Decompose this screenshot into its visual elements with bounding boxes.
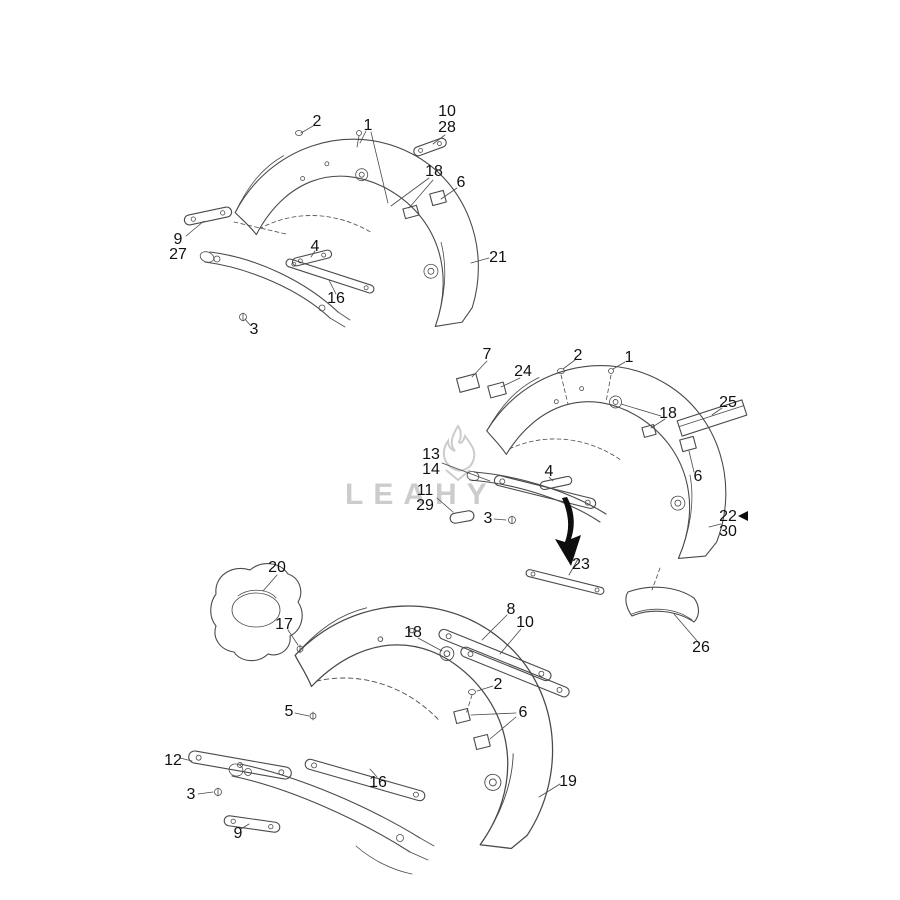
rear-fender-part xyxy=(468,342,751,567)
callout-middle-fender-assembly-24: 24 xyxy=(514,363,532,380)
callout-bottom-fender-assembly-9: 9 xyxy=(233,825,243,842)
rear-fender-part xyxy=(254,559,601,863)
callout-top-fender-assembly-3: 3 xyxy=(249,321,259,338)
support-strip-part xyxy=(223,815,281,833)
callout-middle-fender-assembly-3: 3 xyxy=(483,510,493,527)
fender-extension-part xyxy=(625,567,700,623)
callout-middle-fender-assembly-13: 13 xyxy=(422,446,440,463)
callout-bottom-fender-assembly-5: 5 xyxy=(284,703,294,720)
callout-bottom-fender-assembly-2: 2 xyxy=(493,676,503,693)
pad-part xyxy=(487,381,507,399)
bottom-fender-assembly xyxy=(179,559,601,875)
callout-top-fender-assembly-18: 18 xyxy=(425,163,443,180)
callout-middle-fender-assembly-6: 6 xyxy=(693,468,703,485)
bolt-part xyxy=(309,711,317,721)
support-bar-part xyxy=(228,763,435,875)
callout-top-fender-assembly-10: 10 xyxy=(438,103,456,120)
callout-bottom-fender-assembly-18: 18 xyxy=(404,624,422,641)
bolt-part xyxy=(239,312,247,322)
inner-bracket-part xyxy=(210,563,303,662)
pad-part xyxy=(455,373,481,393)
rod-part xyxy=(525,569,605,595)
bolt-part xyxy=(296,644,304,654)
leader-lines xyxy=(436,359,723,643)
callout-bottom-fender-assembly-6: 6 xyxy=(518,704,528,721)
top-fender-assembly xyxy=(183,122,496,332)
screw-part xyxy=(605,368,614,403)
callout-middle-fender-assembly-11: 11 xyxy=(416,482,434,499)
callout-middle-fender-assembly-18: 18 xyxy=(659,405,677,422)
callout-top-fender-assembly-1: 1 xyxy=(363,117,373,134)
screw-part xyxy=(356,130,362,148)
pad-part xyxy=(449,510,475,524)
callout-middle-fender-assembly-25: 25 xyxy=(719,394,737,411)
callout-bottom-fender-assembly-10: 10 xyxy=(516,614,534,631)
callout-bottom-fender-assembly-16: 16 xyxy=(369,774,387,791)
spacer-part xyxy=(473,733,491,751)
support-bar-part xyxy=(466,470,607,523)
callout-top-fender-assembly-9: 9 xyxy=(173,231,183,248)
leader-lines xyxy=(179,574,561,830)
callout-top-fender-assembly-4: 4 xyxy=(310,238,320,255)
callout-middle-fender-assembly-2: 2 xyxy=(573,347,583,364)
support-strip-part xyxy=(183,206,233,226)
detail-marker-icon xyxy=(738,511,748,521)
callout-top-fender-assembly-28: 28 xyxy=(438,119,456,136)
bracket-part xyxy=(539,475,573,491)
support-strip-part xyxy=(460,646,570,698)
callout-bottom-fender-assembly-12: 12 xyxy=(164,752,182,769)
callout-bottom-fender-assembly-8: 8 xyxy=(506,601,516,618)
callout-bottom-fender-assembly-19: 19 xyxy=(559,773,577,790)
callout-middle-fender-assembly-4: 4 xyxy=(544,463,554,480)
callout-top-fender-assembly-27: 27 xyxy=(169,246,187,263)
support-strip-part xyxy=(438,628,552,682)
fender-strut-part xyxy=(285,258,375,294)
callout-top-fender-assembly-16: 16 xyxy=(327,290,345,307)
spacer-part xyxy=(429,189,447,207)
pad-part xyxy=(641,424,657,438)
callout-middle-fender-assembly-30: 30 xyxy=(719,523,737,540)
callout-middle-fender-assembly-26: 26 xyxy=(692,639,710,656)
callout-middle-fender-assembly-23: 23 xyxy=(572,556,590,573)
callout-middle-fender-assembly-29: 29 xyxy=(416,497,434,514)
rear-fender-part xyxy=(222,122,496,332)
down-arrow-icon xyxy=(555,497,581,566)
support-bar-part xyxy=(199,251,351,328)
callout-middle-fender-assembly-1: 1 xyxy=(624,349,634,366)
callout-bottom-fender-assembly-20: 20 xyxy=(268,559,286,576)
bolt-part xyxy=(295,130,303,136)
callout-top-fender-assembly-21: 21 xyxy=(489,249,507,266)
callout-top-fender-assembly-6: 6 xyxy=(456,174,466,191)
callout-top-fender-assembly-2: 2 xyxy=(312,113,322,130)
fender-strut-part xyxy=(304,758,426,802)
leader-lines xyxy=(185,125,490,326)
bracket-strip-part xyxy=(413,137,447,157)
spacer-part xyxy=(453,707,471,725)
bolt-part xyxy=(465,689,476,715)
long-bracket-part xyxy=(676,399,748,437)
callout-middle-fender-assembly-14: 14 xyxy=(422,461,440,478)
middle-fender-assembly xyxy=(436,342,751,643)
callout-middle-fender-assembly-22: 22 xyxy=(719,508,737,525)
spacer-part xyxy=(679,435,697,453)
callout-bottom-fender-assembly-17: 17 xyxy=(275,616,293,633)
bolt-part xyxy=(214,787,222,797)
bolt-part xyxy=(557,368,569,405)
callout-bottom-fender-assembly-3: 3 xyxy=(186,786,196,803)
callout-middle-fender-assembly-7: 7 xyxy=(482,346,492,363)
bolt-part xyxy=(508,515,516,525)
